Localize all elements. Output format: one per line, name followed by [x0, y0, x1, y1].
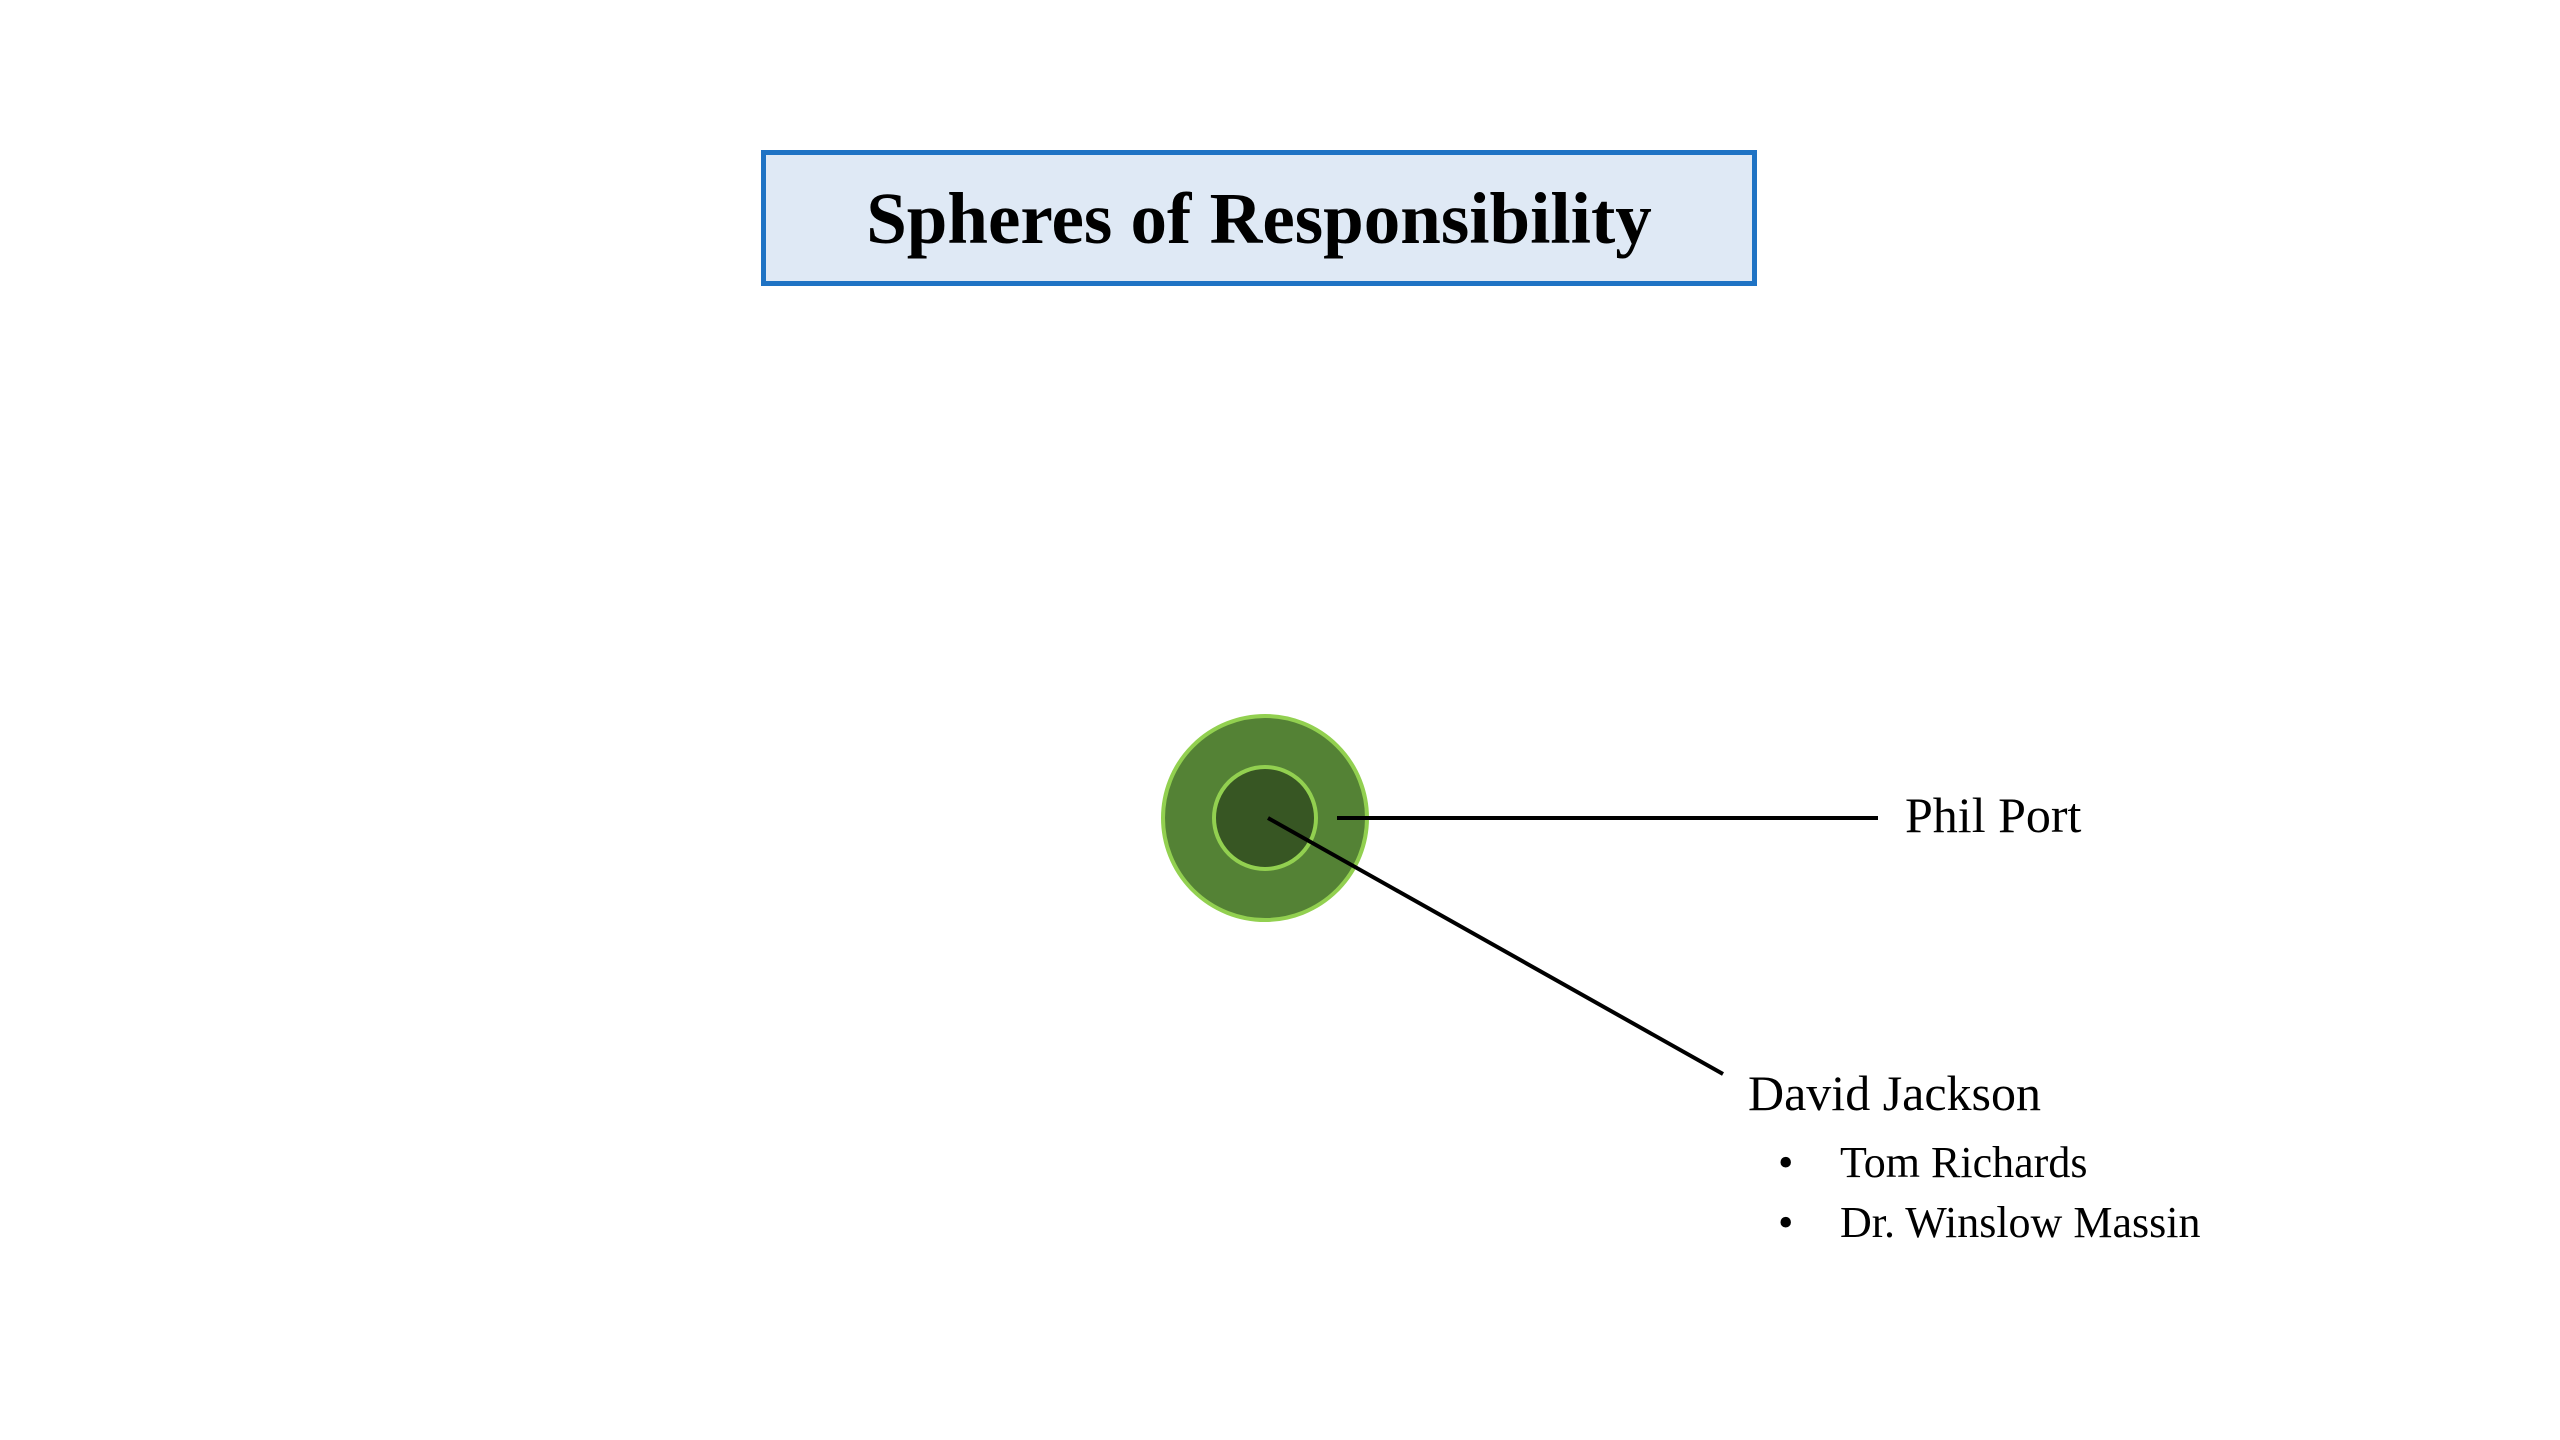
inner-sphere-connector: [1267, 816, 1724, 1076]
inner-sphere: [1212, 765, 1318, 871]
inner-sphere-label: David Jackson: [1748, 1065, 2041, 1121]
list-item: • Dr. Winslow Massin: [1748, 1193, 2200, 1253]
slide-title: Spheres of Responsibility: [866, 177, 1652, 259]
member-list: • Tom Richards • Dr. Winslow Massin: [1748, 1133, 2200, 1253]
list-item: • Tom Richards: [1748, 1133, 2200, 1193]
bullet-icon: •: [1778, 1138, 1794, 1187]
inner-sphere-label-group: David Jackson • Tom Richards • Dr. Winsl…: [1748, 1063, 2200, 1253]
member-name: Tom Richards: [1840, 1138, 2088, 1187]
member-name: Dr. Winslow Massin: [1840, 1198, 2201, 1247]
bullet-icon: •: [1778, 1198, 1794, 1247]
title-box: Spheres of Responsibility: [761, 150, 1757, 286]
outer-sphere-label: Phil Port: [1905, 787, 2082, 843]
